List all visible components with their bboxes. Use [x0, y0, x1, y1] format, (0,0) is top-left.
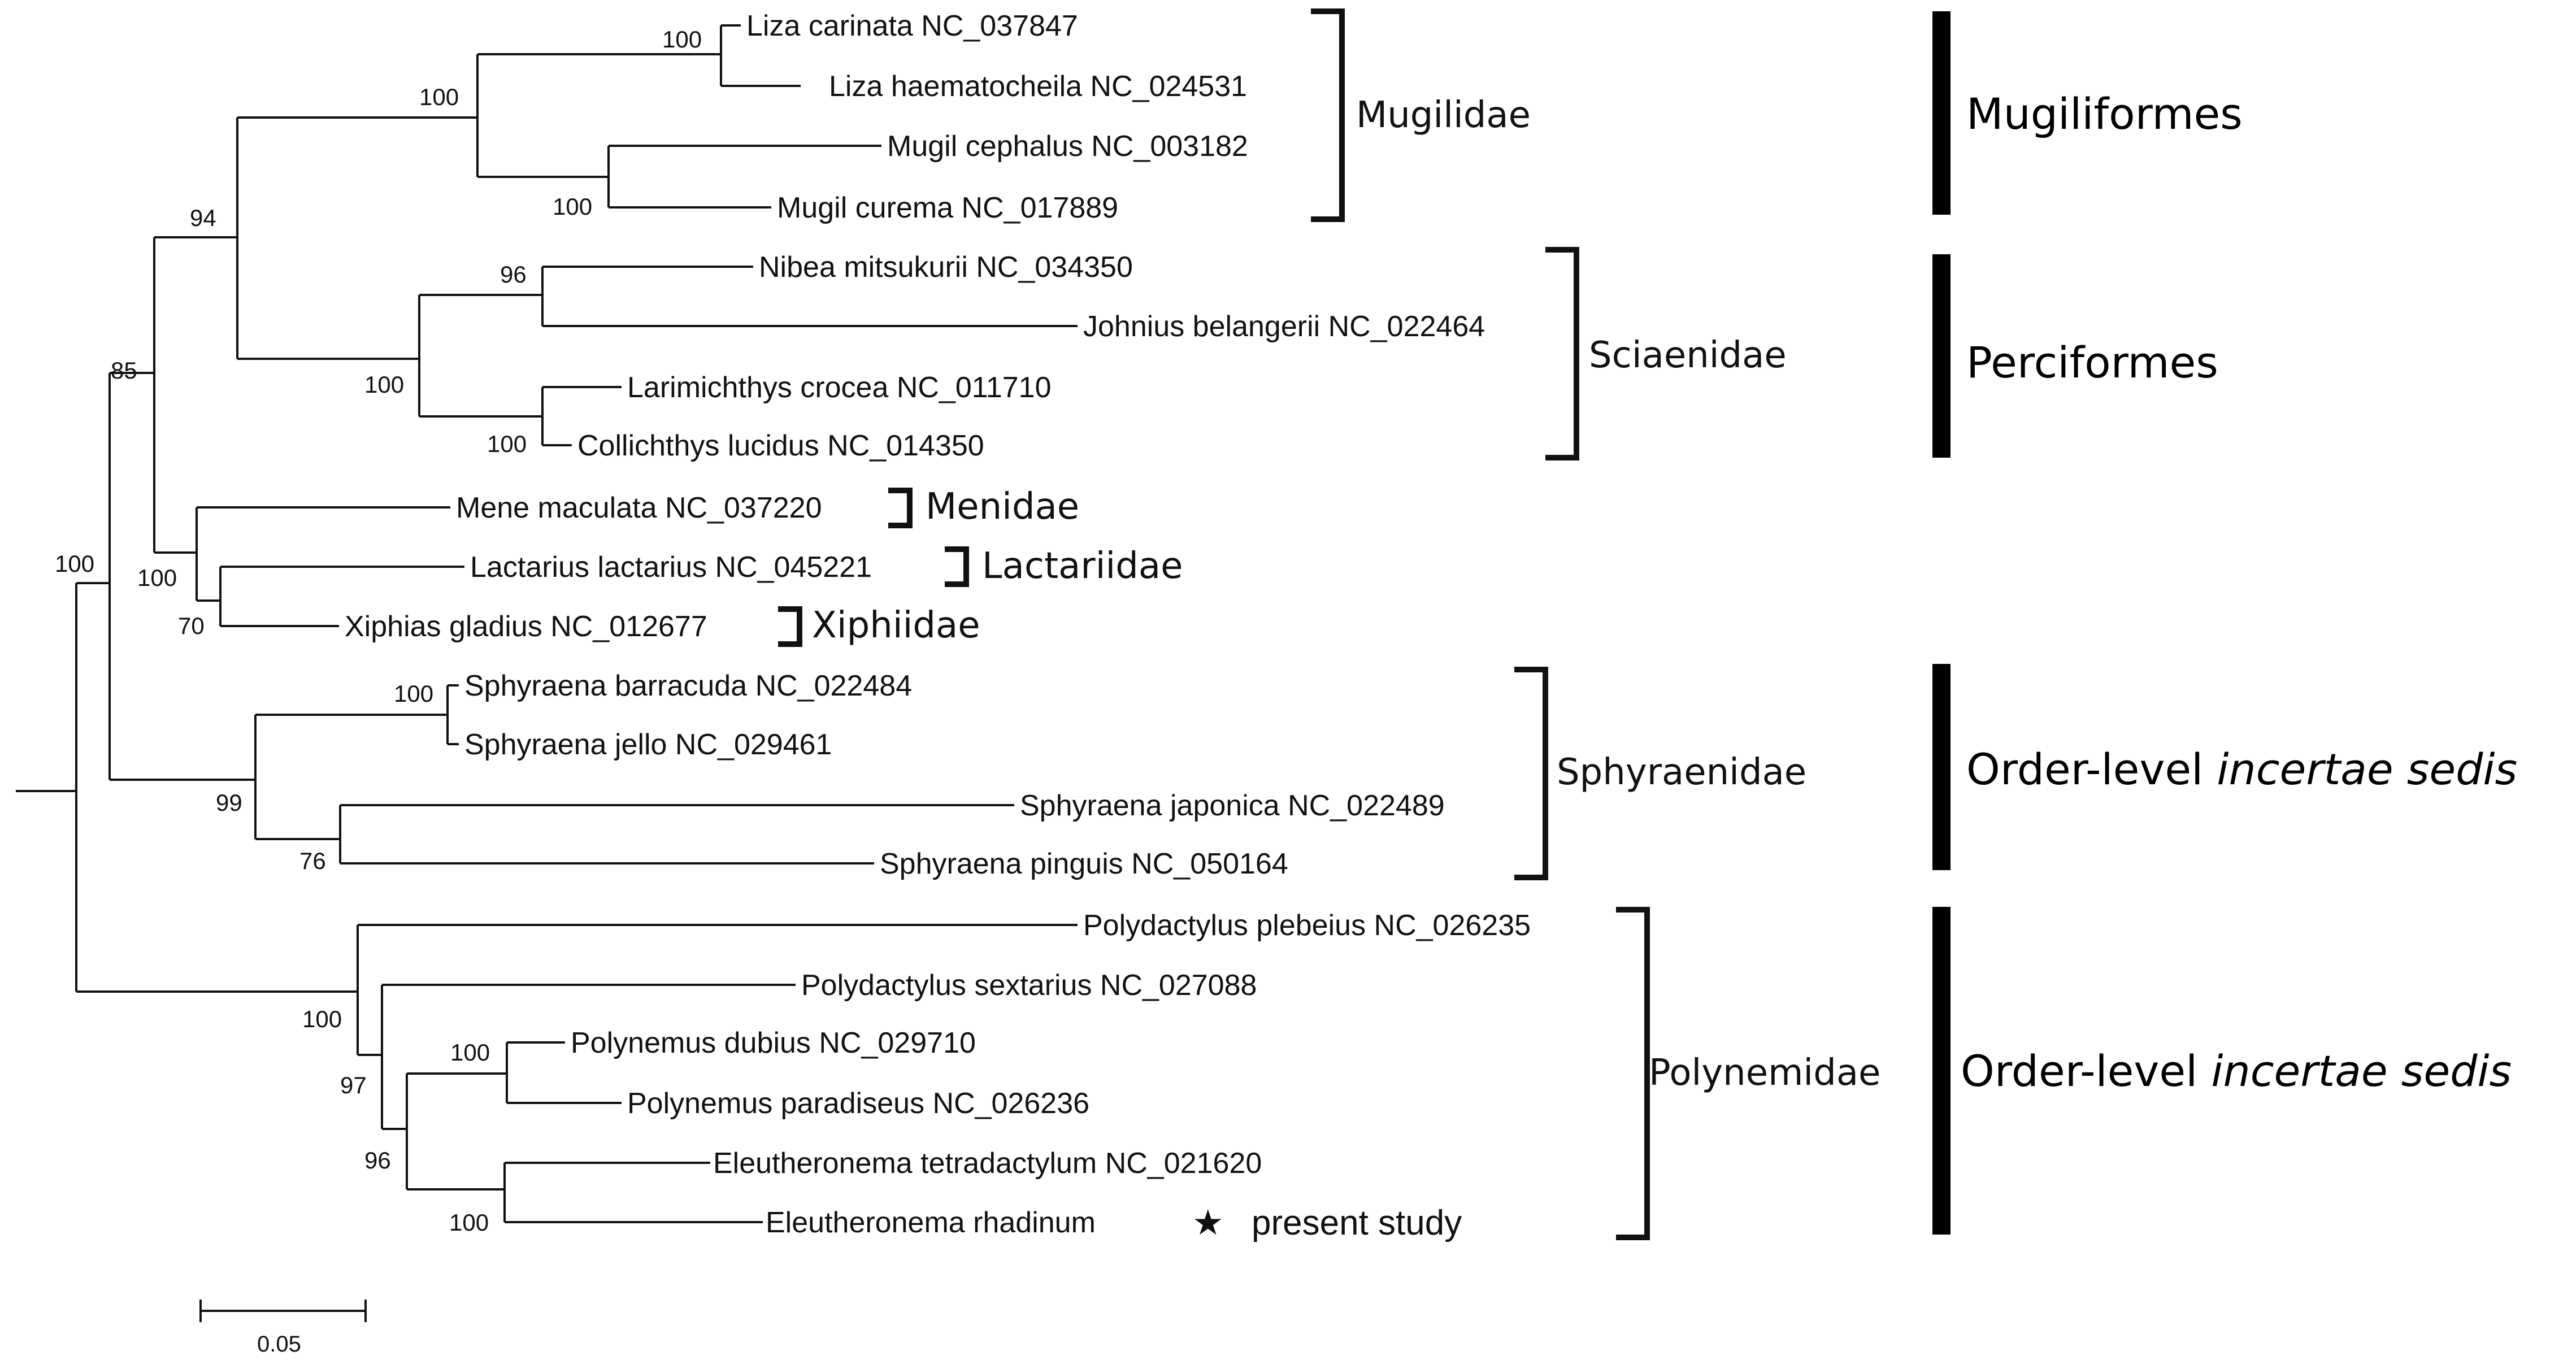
- scale-bar-label: 0.05: [257, 1332, 301, 1357]
- taxon-label: Xiphias gladius NC_012677: [345, 610, 707, 643]
- present-study-label: present study: [1252, 1203, 1462, 1242]
- taxon-label: Polynemus paradiseus NC_026236: [627, 1087, 1089, 1120]
- support-values: 100 100 100 94 96 100 100 85 100 70 100 …: [55, 26, 702, 1236]
- order-bar-incertae-sedis-2: [1932, 907, 1951, 1235]
- taxon-label: Polynemus dubius NC_029710: [571, 1027, 976, 1059]
- taxon-labels: Liza carinata NC_037847 Liza haematochei…: [345, 10, 1531, 1239]
- support-value: 99: [216, 789, 242, 816]
- taxon-label: Mugil curema NC_017889: [777, 192, 1118, 224]
- taxon-label: Polydactylus plebeius NC_026235: [1083, 909, 1531, 942]
- taxon-label: Larimichthys crocea NC_011710: [627, 371, 1052, 404]
- order-label-incertae-sedis-1: Order-level incertae sedis: [1966, 744, 2517, 794]
- family-label-sciaenidae: Sciaenidae: [1589, 334, 1787, 376]
- taxon-label: Sphyraena japonica NC_022489: [1020, 789, 1445, 822]
- bracket-sphyraenidae: [1514, 667, 1548, 880]
- order-bar-mugiliformes: [1932, 11, 1951, 215]
- taxon-label: Sphyraena barracuda NC_022484: [464, 670, 912, 702]
- support-value: 100: [449, 1209, 489, 1236]
- bracket-lactariidae: [945, 546, 969, 587]
- order-label-incertae-sedis-2: Order-level incertae sedis: [1961, 1046, 2512, 1096]
- scale-bar: 0.05: [199, 1300, 367, 1357]
- family-label-mugilidae: Mugilidae: [1356, 94, 1531, 136]
- taxon-label: Eleutheronema rhadinum: [766, 1206, 1096, 1239]
- family-brackets: [778, 8, 1650, 1240]
- support-value: 100: [487, 431, 527, 457]
- support-value: 70: [178, 612, 205, 639]
- order-bar-incertae-sedis-1: [1932, 664, 1951, 870]
- support-value: 100: [55, 550, 94, 577]
- family-labels: Mugilidae Sciaenidae Menidae Lactariidae…: [812, 94, 1880, 1094]
- support-value: 94: [190, 205, 216, 231]
- taxon-label: Collichthys lucidus NC_014350: [577, 429, 984, 462]
- taxon-label: Liza carinata NC_037847: [746, 10, 1078, 42]
- support-value: 100: [553, 193, 592, 220]
- order-label-main: Mugiliformes: [1966, 89, 2243, 139]
- taxon-label: Sphyraena jello NC_029461: [464, 728, 832, 761]
- support-value: 96: [364, 1147, 391, 1174]
- support-value: 100: [302, 1006, 342, 1032]
- order-labels: Mugiliformes Perciformes Order-level inc…: [1961, 89, 2517, 1096]
- present-study-marker: ★ present study: [1192, 1203, 1462, 1242]
- support-value: 76: [299, 848, 326, 874]
- taxon-label: Mene maculata NC_037220: [456, 492, 822, 524]
- star-icon: ★: [1192, 1203, 1224, 1242]
- support-value: 100: [662, 26, 702, 53]
- taxon-label: Sphyraena pinguis NC_050164: [880, 848, 1288, 880]
- tree-branches: [16, 24, 1078, 1223]
- family-label-lactariidae: Lactariidae: [982, 545, 1183, 587]
- order-label-main: Perciformes: [1966, 337, 2218, 388]
- family-label-xiphiidae: Xiphiidae: [812, 605, 980, 646]
- bracket-mugilidae: [1311, 8, 1345, 222]
- support-value: 85: [111, 357, 137, 384]
- bracket-xiphiidae: [778, 606, 802, 647]
- taxon-label: Liza haematocheila NC_024531: [829, 70, 1247, 103]
- scale-bar-line: [199, 1300, 367, 1322]
- support-value: 100: [419, 84, 459, 110]
- bracket-menidae: [888, 488, 913, 528]
- order-label-mugiliformes: Mugiliformes: [1966, 89, 2243, 139]
- family-label-menidae: Menidae: [926, 486, 1079, 528]
- support-value: 97: [340, 1072, 367, 1098]
- order-label-main: Order-level: [1966, 744, 2217, 794]
- support-value: 100: [137, 564, 177, 591]
- support-value: 96: [500, 261, 527, 288]
- taxon-label: Nibea mitsukurii NC_034350: [759, 251, 1133, 284]
- taxon-label: Eleutheronema tetradactylum NC_021620: [713, 1147, 1262, 1180]
- order-bar-perciformes: [1932, 254, 1951, 458]
- order-label-perciformes: Perciformes: [1966, 337, 2218, 388]
- order-label-main: Order-level: [1961, 1046, 2211, 1096]
- taxon-label: Johnius belangerii NC_022464: [1083, 310, 1485, 343]
- order-label-italic: incertae sedis: [2211, 1046, 2512, 1096]
- family-label-sphyraenidae: Sphyraenidae: [1557, 751, 1806, 793]
- bracket-sciaenidae: [1545, 247, 1579, 460]
- order-label-italic: incertae sedis: [2217, 744, 2517, 794]
- order-bars: [1932, 11, 1951, 1235]
- support-value: 100: [394, 680, 433, 707]
- taxon-label: Lactarius lactarius NC_045221: [470, 551, 872, 584]
- support-value: 100: [364, 371, 404, 398]
- taxon-label: Mugil cephalus NC_003182: [887, 130, 1248, 163]
- bracket-polynemidae: [1616, 907, 1650, 1240]
- family-label-polynemidae: Polynemidae: [1649, 1052, 1880, 1094]
- taxon-label: Polydactylus sextarius NC_027088: [801, 969, 1257, 1002]
- support-value: 100: [450, 1039, 490, 1066]
